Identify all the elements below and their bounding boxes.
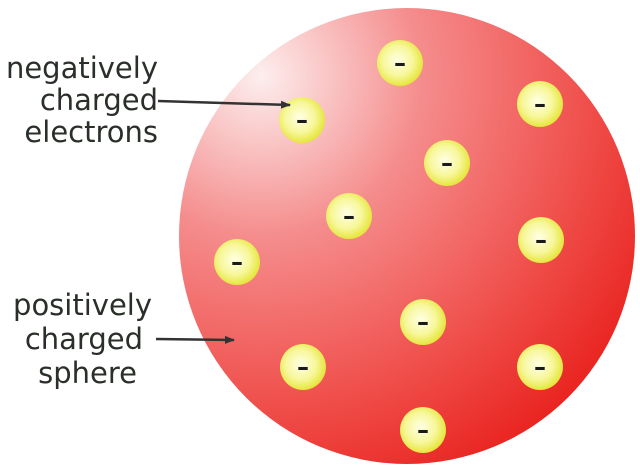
electron-body [424, 140, 470, 186]
electron-minus-sign: – [297, 353, 309, 381]
sphere-label-line-2: charged [25, 322, 143, 356]
electron-body [400, 299, 446, 345]
electrons-label: negatively charged electrons [6, 51, 158, 149]
electron-minus-sign: – [441, 149, 453, 177]
electron-body [326, 193, 372, 239]
electron: – [326, 193, 372, 239]
sphere-label-line-3: sphere [38, 356, 137, 390]
electron-body [400, 407, 446, 453]
electron-body [280, 344, 326, 390]
electron-body [214, 239, 260, 285]
sphere-label-line-1: positively [13, 288, 152, 322]
electron-minus-sign: – [417, 308, 429, 336]
sphere-label: positively charged sphere [13, 288, 152, 390]
electrons-pointer-arrow [157, 99, 291, 109]
electron: – [517, 344, 563, 390]
electrons-label-line-1: negatively [6, 51, 158, 85]
electron-minus-sign: – [534, 90, 546, 118]
electron-minus-sign: – [534, 353, 546, 381]
electron-minus-sign: – [296, 106, 308, 134]
electron: – [400, 299, 446, 345]
electron-body [517, 81, 563, 127]
electron-body [518, 217, 564, 263]
electron-minus-sign: – [394, 49, 406, 77]
electron: – [518, 217, 564, 263]
electron: – [400, 407, 446, 453]
electron: – [377, 40, 423, 86]
electron-minus-sign: – [535, 226, 547, 254]
electron: – [424, 140, 470, 186]
electron-body [517, 344, 563, 390]
electron-minus-sign: – [417, 416, 429, 444]
electron: – [517, 81, 563, 127]
electrons-group: – – – – – – – – – – – [214, 40, 564, 453]
electrons-label-line-2: charged [40, 83, 158, 117]
sphere-pointer-arrow [155, 335, 235, 344]
electron-minus-sign: – [231, 248, 243, 276]
electrons-label-line-3: electrons [24, 115, 158, 149]
electron-minus-sign: – [343, 202, 355, 230]
electron: – [280, 344, 326, 390]
electron-body [377, 40, 423, 86]
electron: – [214, 239, 260, 285]
